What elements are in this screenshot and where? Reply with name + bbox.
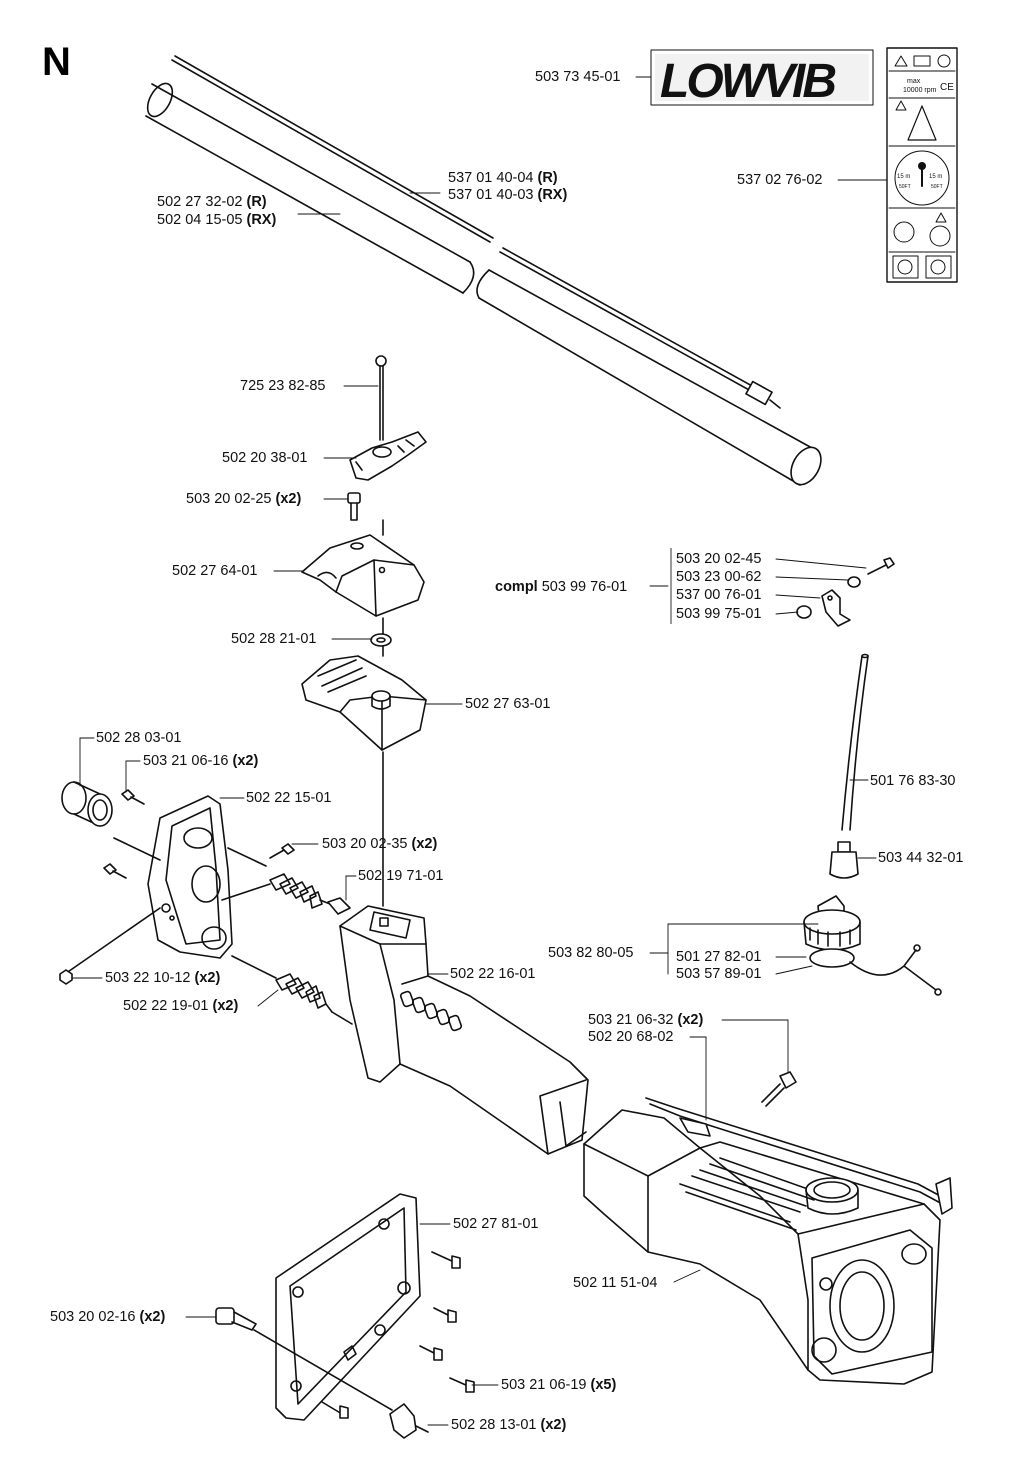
part-label: 502 28 03-01 <box>96 730 182 746</box>
part-label: 503 21 06-19 (x5) <box>501 1377 617 1393</box>
part-label: 502 27 64-01 <box>172 563 258 579</box>
part-label: 502 22 16-01 <box>450 966 536 982</box>
screw-mid <box>269 843 295 859</box>
svg-text:max: max <box>907 78 921 85</box>
drive-shaft <box>171 55 781 409</box>
part-label: 503 99 75-01 <box>676 606 762 622</box>
lower-clamp <box>301 655 427 751</box>
part-label: 503 20 02-35 (x2) <box>322 836 438 852</box>
part-label: 502 22 15-01 <box>246 790 332 806</box>
wing-knob <box>349 431 427 481</box>
handle-housing <box>339 905 589 1155</box>
screw-small <box>347 492 361 521</box>
part-label: 502 27 81-01 <box>453 1216 539 1232</box>
part-label: 503 20 02-45 <box>676 551 762 567</box>
upper-clamp <box>301 534 425 617</box>
thrown-objects-icon <box>907 105 937 141</box>
kit-bracket <box>821 589 851 627</box>
part-label: 502 28 13-01 (x2) <box>451 1417 567 1433</box>
part-label: 537 02 76-02 <box>737 172 823 188</box>
svg-text:50FT: 50FT <box>931 184 943 190</box>
part-label: 503 44 32-01 <box>878 850 964 866</box>
fuel-filter <box>829 841 859 879</box>
vibration-spring-upper <box>269 873 331 909</box>
part-label: 503 21 06-32 (x2) <box>588 1012 704 1028</box>
screw-bracket-lower <box>103 863 127 879</box>
part-label: 503 20 02-16 (x2) <box>50 1309 166 1325</box>
svg-text:15 m: 15 m <box>929 174 942 180</box>
part-label: 502 20 68-02 <box>588 1029 674 1045</box>
part-label: 537 01 40-04 (R) <box>448 170 558 186</box>
svg-text:15 m: 15 m <box>897 174 910 180</box>
shaft-tube <box>145 82 822 486</box>
part-label: 503 20 02-25 (x2) <box>186 491 302 507</box>
section-letter: N <box>42 40 71 84</box>
part-label: 502 20 38-01 <box>222 450 308 466</box>
rubber-damper <box>253 1329 429 1439</box>
boots-icon <box>925 255 952 279</box>
part-label: 502 27 63-01 <box>465 696 551 712</box>
svg-text:CE: CE <box>940 82 954 93</box>
part-label: 503 22 10-12 (x2) <box>105 970 221 986</box>
part-label: 503 21 06-16 (x2) <box>143 753 259 769</box>
warning-label: max 10000 rpm CE 15 m 15 m 50FT 50FT <box>886 47 958 283</box>
read-manual-icon <box>913 55 931 67</box>
part-label: 501 76 83-30 <box>870 773 956 789</box>
fuel-hose <box>841 653 869 831</box>
gloves-icon <box>892 255 919 279</box>
screw-throttle <box>761 1071 797 1107</box>
engine-cover <box>583 1109 941 1385</box>
long-bolt <box>375 355 387 441</box>
part-label: 503 73 45-01 <box>535 69 621 85</box>
fuel-cap <box>803 895 942 996</box>
part-label: compl 503 99 76-01 <box>495 579 628 595</box>
leader-lines <box>71 76 888 1426</box>
kit-washer <box>847 576 861 588</box>
kit-screw <box>867 557 895 575</box>
part-label: 537 00 76-01 <box>676 587 762 603</box>
part-label: 537 01 40-03 (RX) <box>448 187 568 203</box>
part-label: 503 57 89-01 <box>676 966 762 982</box>
spring-clip <box>327 897 351 915</box>
part-label: 725 23 82-85 <box>240 378 326 394</box>
mounting-frame <box>275 1193 421 1421</box>
part-label: 501 27 82-01 <box>676 949 762 965</box>
warning-triangle-icon <box>894 55 908 67</box>
lowvib-decal: LOWVIB <box>650 49 874 108</box>
part-label: 503 23 00-62 <box>676 569 762 585</box>
screw-shoulder <box>215 1307 257 1331</box>
frame-screws <box>321 1251 475 1419</box>
vibration-spring-lower <box>231 955 353 1025</box>
part-label: 502 22 19-01 (x2) <box>123 998 239 1014</box>
blade-rotation-icon <box>893 221 915 243</box>
part-label: 503 82 80-05 <box>548 945 634 961</box>
throttle-wire <box>645 1097 953 1215</box>
handle-bracket <box>147 795 233 959</box>
part-label: 502 11 51-04 <box>573 1275 658 1291</box>
svg-text:50FT: 50FT <box>899 184 911 190</box>
part-label: 502 28 21-01 <box>231 631 317 647</box>
kit-nut <box>796 605 812 619</box>
nut <box>59 969 73 985</box>
handle-buttons <box>399 990 463 1032</box>
screw-bracket-upper <box>121 789 145 805</box>
part-label: 502 04 15-05 (RX) <box>157 212 277 228</box>
part-label: 502 27 32-02 (R) <box>157 194 267 210</box>
washer <box>370 633 392 647</box>
decal-logo-text: LOWVIB <box>660 55 835 108</box>
part-label: 502 19 71-01 <box>358 868 444 884</box>
bushing <box>61 781 113 827</box>
ear-protection-icon <box>937 54 951 68</box>
safety-distance-icon <box>894 150 950 206</box>
svg-text:10000 rpm: 10000 rpm <box>903 87 937 94</box>
